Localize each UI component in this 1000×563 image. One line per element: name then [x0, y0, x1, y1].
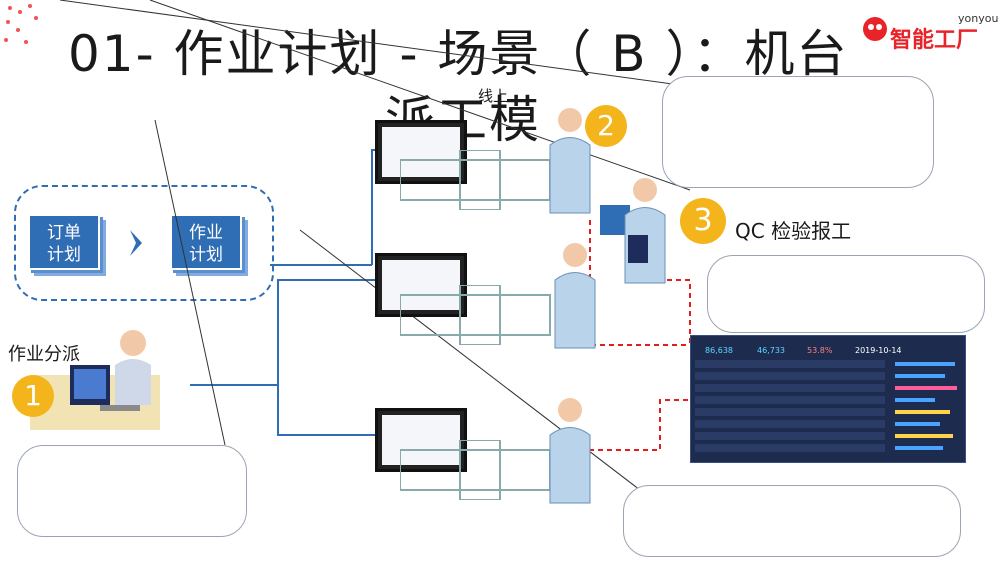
dispatch-label: 作业分派 [8, 344, 80, 365]
dashboard-table [695, 360, 957, 452]
dashboard-date: 2019-10-14 [855, 346, 902, 355]
dashboard-stat-2: 46,733 [757, 346, 785, 355]
worker-2 [554, 243, 596, 349]
planner-illustration [30, 330, 160, 430]
order-plan-doc: 订单 计划 [28, 214, 100, 270]
e-kanban-dashboard: 86,638 46,733 53.8% 2019-10-14 [690, 335, 966, 463]
qc-inspector [600, 178, 666, 284]
machine-terminal-3 [375, 408, 467, 472]
machine-2 [400, 285, 551, 345]
dashboard-stat-3: 53.8% [807, 346, 833, 355]
qc-label: QC 检验报工 [735, 219, 852, 243]
chevron-right-icon [130, 230, 142, 256]
board-callout: 通过电子看板，各级领导、计划人员、调度人员、随时掌握生产作业进度，质检状况 [623, 485, 961, 557]
dashboard-stat-1: 86,638 [705, 346, 733, 355]
machine-3 [400, 440, 551, 500]
step-1-badge: 1 [12, 375, 54, 417]
work-plan-doc: 作业 计划 [170, 214, 242, 270]
qc-callout: 质量检验人员对现场加工完毕的物料及时进行检验，并通过移动终端汇报质检结果信息 [707, 255, 985, 333]
machine-terminal-1 [375, 120, 467, 184]
machine-terminal-2 [375, 253, 467, 317]
decor-dots [4, 4, 38, 44]
machine-1 [400, 150, 551, 210]
worker-1 [549, 108, 591, 214]
worker-callout: 工人刷卡登录部署在机台边终端查询任务清单，调用模具任务，需要经过试模具检查后，才… [662, 76, 934, 188]
planner-callout: 车间计划员，在办公室下达作业计划到机台，并随时掌握生产进度、质量信息等 [17, 445, 247, 537]
step-3-badge: 3 [680, 198, 726, 244]
logo-brand: yonyou [958, 12, 999, 25]
logo-icon [863, 17, 887, 41]
plan-group [14, 185, 274, 301]
step-2-badge: 2 [585, 105, 627, 147]
worker-3 [549, 398, 591, 504]
line-label: 线上 [478, 87, 509, 105]
logo-text: 智能工厂 [890, 28, 979, 53]
